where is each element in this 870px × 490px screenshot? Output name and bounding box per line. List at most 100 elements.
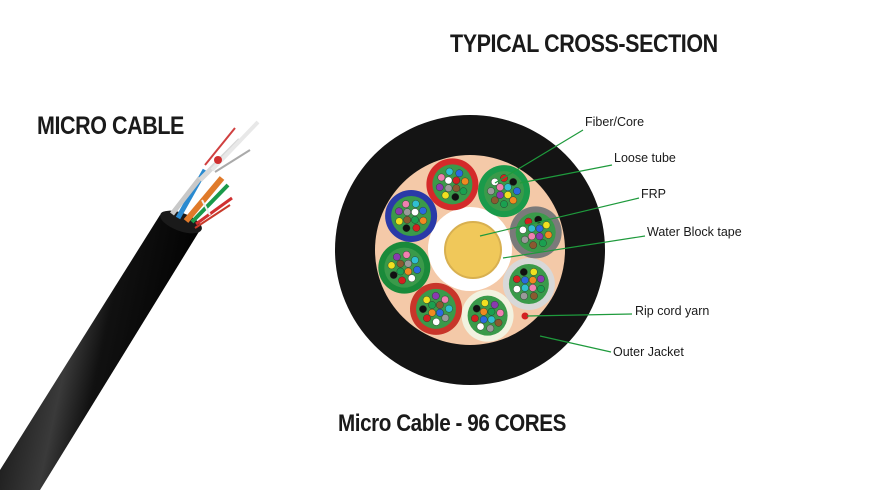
- fiber: [402, 224, 411, 232]
- fiber: [452, 184, 461, 193]
- fiber: [396, 259, 405, 268]
- fiber: [402, 200, 410, 208]
- fiber: [528, 284, 537, 292]
- callout-frp: FRP: [641, 187, 666, 201]
- callout-water-block-tape: Water Block tape: [647, 225, 742, 239]
- fiber: [521, 276, 529, 284]
- fiber: [528, 276, 537, 284]
- fiber: [509, 178, 517, 186]
- rip-cord-yarn: [521, 312, 529, 320]
- fiber: [479, 315, 488, 324]
- fiber: [395, 217, 404, 226]
- fiber: [535, 232, 544, 241]
- fiber: [535, 224, 544, 233]
- fiber: [403, 208, 412, 216]
- fiber: [444, 176, 453, 185]
- fiber: [411, 208, 419, 216]
- fiber: [393, 253, 401, 261]
- fiber: [431, 292, 440, 300]
- fiber: [481, 299, 489, 307]
- diagram-title: TYPICAL CROSS-SECTION: [450, 30, 718, 58]
- fiber: [476, 322, 485, 331]
- micro-cable-photo: [0, 120, 260, 490]
- fiber: [487, 187, 495, 195]
- fiber: [479, 307, 488, 316]
- fiber: [496, 191, 504, 199]
- fiber: [500, 200, 508, 208]
- fiber: [402, 250, 411, 259]
- fiber: [471, 314, 479, 323]
- cable-body: [0, 215, 200, 490]
- fiber: [459, 187, 468, 196]
- fiber: [487, 307, 496, 316]
- fiber: [407, 274, 416, 283]
- callout-loose-tube: Loose tube: [614, 151, 676, 165]
- fiber: [436, 301, 444, 309]
- callout-rip-cord-yarn: Rip cord yarn: [635, 304, 710, 318]
- fiber: [403, 216, 412, 224]
- fiber: [530, 292, 538, 300]
- fiber: [398, 276, 406, 285]
- fiber: [513, 285, 521, 293]
- fiber: [529, 268, 538, 276]
- fiber: [445, 167, 454, 176]
- fiber: [513, 187, 521, 195]
- fiber: [452, 176, 461, 185]
- fiber: [504, 183, 512, 192]
- fiber: [436, 308, 444, 317]
- frp-core: [444, 221, 502, 279]
- fiber: [387, 261, 396, 270]
- loose-tubes: [378, 158, 562, 342]
- fiber: [435, 183, 444, 192]
- fiber: [521, 284, 529, 292]
- fiber: [444, 184, 453, 193]
- fiber: [519, 226, 527, 234]
- fiber: [544, 231, 553, 239]
- fiber: [520, 268, 528, 276]
- fiber: [411, 200, 420, 208]
- fiber: [412, 224, 421, 232]
- fiber: [451, 193, 460, 201]
- fiber: [419, 216, 428, 225]
- fiber: [496, 309, 505, 317]
- fiber: [509, 196, 517, 205]
- fiber: [461, 177, 469, 186]
- product-label: MICRO CABLE: [37, 112, 184, 140]
- fiber: [504, 191, 512, 199]
- fiber: [432, 318, 441, 326]
- fiber: [441, 295, 449, 304]
- fiber: [496, 183, 504, 192]
- fiber: [491, 178, 499, 186]
- diagram-caption: Micro Cable - 96 CORES: [338, 410, 566, 437]
- fiber: [445, 304, 453, 313]
- fiber: [539, 239, 547, 247]
- fiber: [527, 224, 536, 233]
- fiber: [487, 315, 496, 324]
- fiber: [411, 256, 419, 264]
- fiber: [428, 301, 436, 309]
- tube-gel: [508, 264, 549, 304]
- tube-gel: [391, 196, 432, 236]
- fiber: [419, 305, 427, 313]
- fiber: [521, 235, 529, 244]
- fiber: [490, 300, 499, 309]
- fiber: [494, 318, 503, 327]
- fiber: [513, 275, 521, 283]
- fiber: [419, 206, 427, 215]
- fiber: [437, 173, 446, 182]
- fiber: [404, 267, 413, 276]
- fiber: [441, 191, 450, 200]
- fiber: [413, 266, 421, 274]
- callout-outer-jacket: Outer Jacket: [613, 345, 684, 359]
- fiber: [423, 314, 431, 323]
- fiber: [389, 271, 398, 279]
- fiber: [527, 232, 536, 241]
- fiber: [537, 275, 545, 283]
- fiber: [520, 292, 528, 300]
- fiber: [491, 196, 499, 205]
- fiber: [529, 241, 538, 249]
- fiber: [486, 324, 495, 333]
- fiber: [428, 308, 436, 317]
- callout-fiber-core: Fiber/Core: [585, 115, 645, 129]
- fiber: [404, 259, 413, 268]
